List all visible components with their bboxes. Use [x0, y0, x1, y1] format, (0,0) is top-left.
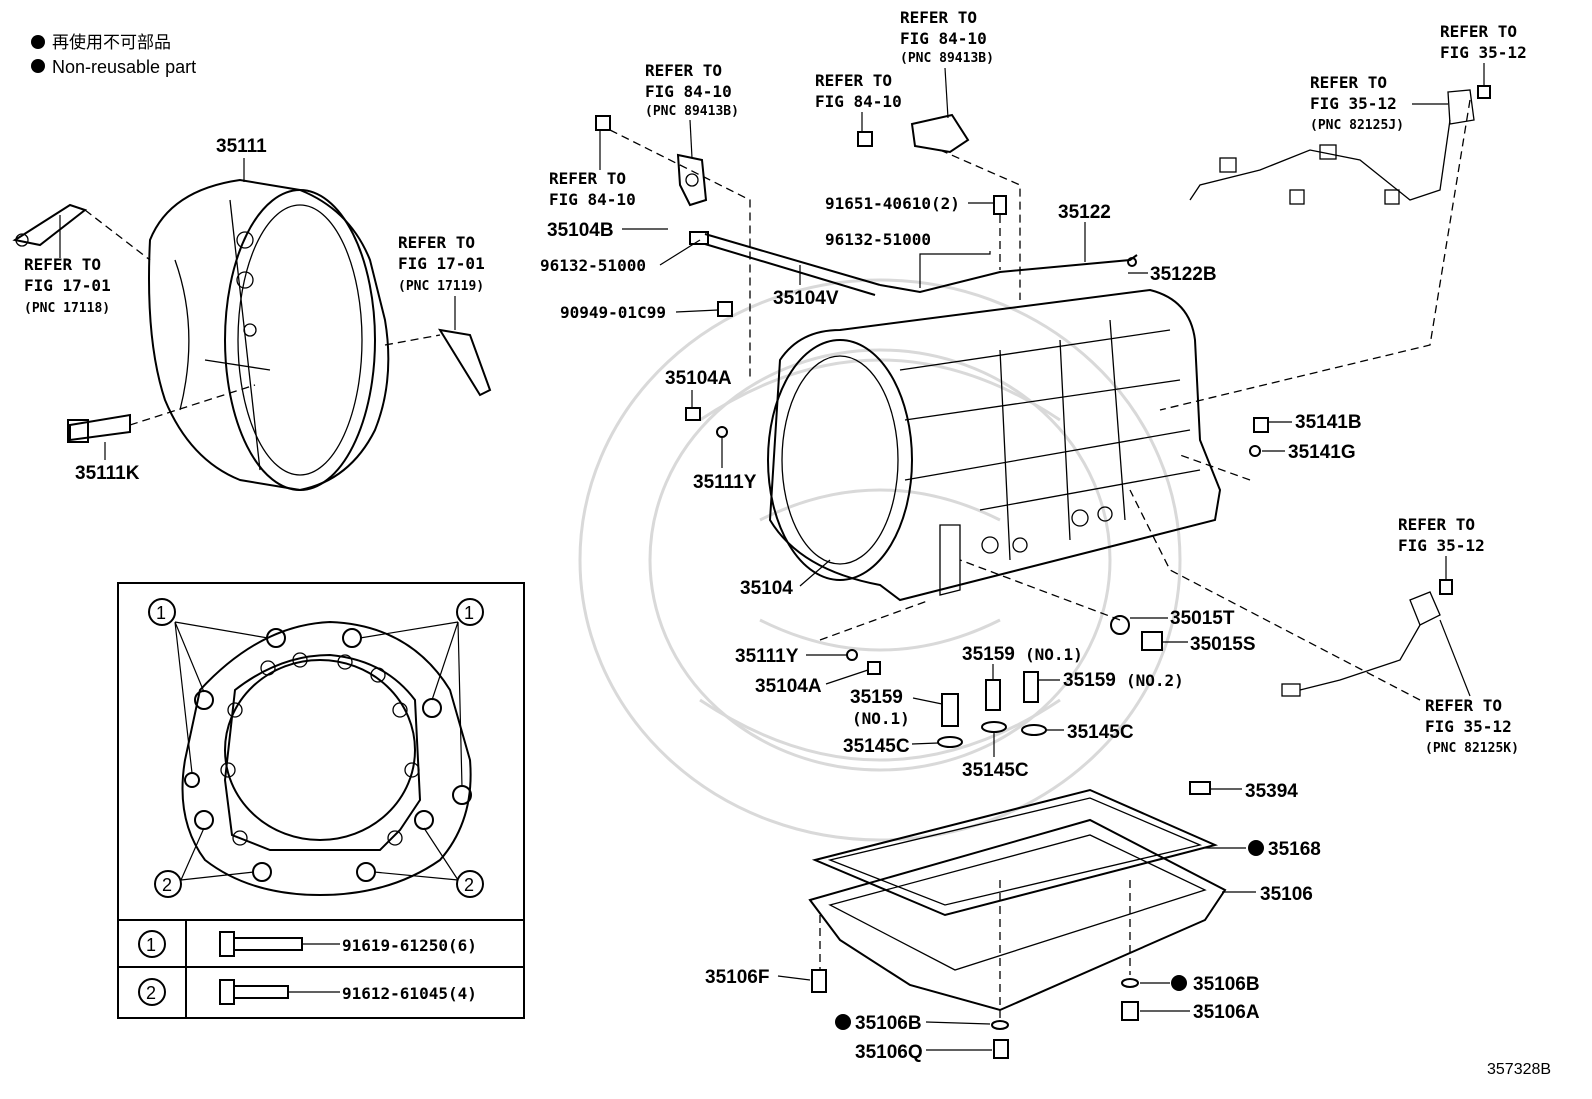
label-35145C-3: 35145C	[1067, 722, 1134, 743]
label-35111: 35111	[216, 136, 267, 157]
ref-84-10-3a: REFER TO	[815, 71, 892, 90]
accessories-drawing	[595, 85, 1491, 795]
ref-84-10-4a: REFER TO	[549, 169, 626, 188]
ref-fig-17-01-2b: FIG 17-01	[398, 254, 485, 273]
ref-35-12-4c: (PNC 82125K)	[1425, 741, 1519, 756]
ref-35-12-2b: FIG 35-12	[1310, 94, 1397, 113]
table-row2-marker: 2	[146, 983, 156, 1003]
label-90949: 90949-01C99	[560, 303, 666, 322]
ref-84-10-2a: REFER TO	[900, 8, 977, 27]
label-35015S: 35015S	[1190, 634, 1256, 655]
ref-35-12-4a: REFER TO	[1425, 696, 1502, 715]
label-35106Q: 35106Q	[855, 1042, 923, 1063]
marker-2-left: 2	[162, 875, 172, 895]
legend-jp: 再使用不可部品	[52, 32, 171, 52]
ref-35-12-3b: FIG 35-12	[1398, 536, 1485, 555]
ref-fig-17-01-a: REFER TO	[24, 255, 101, 274]
ref-35-12-3a: REFER TO	[1398, 515, 1475, 534]
label-35122B: 35122B	[1150, 264, 1217, 285]
ref-84-10-a: REFER TO	[645, 61, 722, 80]
label-35106: 35106	[1260, 884, 1313, 905]
oil-pan-drawing	[808, 788, 1227, 1059]
inset-markers: 1 1 2 2	[148, 598, 484, 898]
ref-35-12-2a: REFER TO	[1310, 73, 1387, 92]
nonreusable-dot-35168	[1248, 840, 1264, 856]
label-35168: 35168	[1268, 839, 1321, 860]
ref-fig-17-01-2a: REFER TO	[398, 233, 475, 252]
label-35159-no1-a-note: (NO.1)	[1025, 645, 1083, 664]
ref-84-10-4b: FIG 84-10	[549, 190, 636, 209]
label-35104A-1: 35104A	[665, 368, 732, 389]
ref-fig-17-01-c: (PNC 17118)	[24, 301, 110, 316]
label-35145C-2: 35145C	[962, 760, 1029, 781]
marker-1-right: 1	[464, 603, 474, 623]
label-35122: 35122	[1058, 202, 1111, 223]
label-35145C-1: 35145C	[843, 736, 910, 757]
ref-35-12-a: REFER TO	[1440, 22, 1517, 41]
ref-fig-17-01-2c: (PNC 17119)	[398, 279, 484, 294]
label-35111Y-1: 35111Y	[693, 472, 757, 493]
label-35106F: 35106F	[705, 967, 769, 988]
label-35106A: 35106A	[1193, 1002, 1260, 1023]
table-row1-marker: 1	[146, 935, 156, 955]
label-35106B-1: 35106B	[1193, 974, 1260, 995]
figure-id: 357328B	[1487, 1061, 1551, 1078]
label-35159-no1-a: 35159	[962, 644, 1015, 665]
label-35141B: 35141B	[1295, 412, 1362, 433]
label-35159-no1-b: 35159	[850, 687, 903, 708]
ref-35-12-b: FIG 35-12	[1440, 43, 1527, 62]
legend-en: Non-reusable part	[52, 57, 196, 77]
nonreusable-dot-35106B-2	[835, 1014, 851, 1030]
table-row1-part: 91619-61250(6)	[342, 936, 477, 955]
label-35111K: 35111K	[75, 463, 140, 484]
ref-84-10-2c: (PNC 89413B)	[900, 51, 994, 66]
legend: 再使用不可部品 Non-reusable part	[31, 32, 196, 77]
label-35104A-2: 35104A	[755, 676, 822, 697]
label-35159-no2-note: (NO.2)	[1126, 671, 1184, 690]
ref-84-10-2b: FIG 84-10	[900, 29, 987, 48]
ref-84-10-3b: FIG 84-10	[815, 92, 902, 111]
marker-1-left: 1	[156, 603, 166, 623]
ref-fig-17-01-b: FIG 17-01	[24, 276, 111, 295]
ref-35-12-4b: FIG 35-12	[1425, 717, 1512, 736]
label-35015T: 35015T	[1170, 608, 1235, 629]
label-35104B: 35104B	[547, 220, 614, 241]
label-96132-a: 96132-51000	[540, 256, 646, 275]
nonreusable-dot-35106B-1	[1171, 975, 1187, 991]
marker-2-right: 2	[464, 875, 474, 895]
label-91651: 91651-40610(2)	[825, 194, 960, 213]
inset-box	[117, 582, 525, 1019]
ref-84-10-b: FIG 84-10	[645, 82, 732, 101]
ref-84-10-c: (PNC 89413B)	[645, 104, 739, 119]
label-35111Y-2: 35111Y	[735, 646, 799, 667]
inset-table: 1 91619-61250(6) 2 91612-61045(4)	[138, 930, 477, 1006]
label-35159-no2: 35159	[1063, 670, 1116, 691]
table-row2-part: 91612-61045(4)	[342, 984, 477, 1003]
label-35141G: 35141G	[1288, 442, 1356, 463]
label-96132-b: 96132-51000	[825, 230, 931, 249]
label-35159-no1-b-note: (NO.1)	[852, 709, 910, 728]
ref-35-12-2c: (PNC 82125J)	[1310, 118, 1404, 133]
label-35104V: 35104V	[773, 288, 839, 309]
inset-bolt-holes	[184, 628, 472, 882]
label-35394: 35394	[1245, 781, 1298, 802]
converter-housing-drawing	[12, 178, 492, 492]
transmission-case-drawing	[767, 288, 1222, 602]
label-35104: 35104	[740, 578, 793, 599]
label-35106B-2: 35106B	[855, 1013, 922, 1034]
